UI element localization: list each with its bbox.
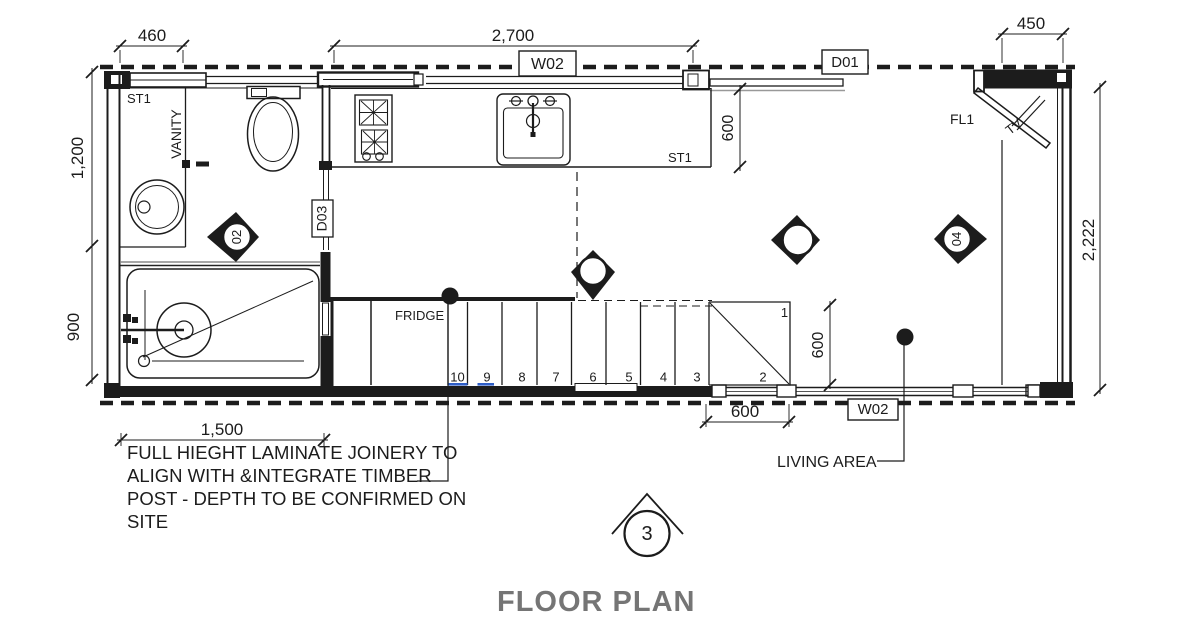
stair-number: 3	[693, 370, 700, 385]
note-line: POST - DEPTH TO BE CONFIRMED ON	[127, 488, 466, 509]
stair-number: 2	[759, 370, 766, 385]
dim-living-offset: 600	[810, 332, 827, 359]
dim-top-middle: 2,700	[492, 26, 535, 45]
sliding-door-d01-leaf	[709, 78, 845, 92]
stairs-link-annotation[interactable]	[447, 383, 495, 386]
elevation-marker-living-left	[771, 215, 820, 265]
kitchen-sink	[496, 93, 571, 166]
tv-label: TV	[1003, 115, 1026, 137]
vanity-label: VANITY	[168, 109, 184, 159]
stairs	[447, 299, 791, 386]
finish-tag-st1-bathroom: ST1	[127, 91, 151, 106]
dim-kitchen-depth: 600	[720, 115, 737, 142]
dimension-ticks	[85, 27, 1107, 447]
stair-number: 1	[781, 305, 788, 320]
top-wall	[104, 69, 1072, 93]
door-tag-label: D01	[831, 54, 859, 71]
window-tag-label: W02	[858, 401, 889, 418]
dim-bottom-joinery: 1,500	[201, 420, 244, 439]
finish-tag-fl1: FL1	[950, 111, 974, 127]
stair-number: 10	[450, 370, 464, 385]
living-area-label: LIVING AREA	[777, 454, 877, 471]
sheet-marker: 3	[611, 492, 684, 558]
bottom-wall	[105, 383, 1042, 398]
pocket-door-d03	[320, 252, 331, 386]
cladding-dashed-outline	[100, 64, 1075, 406]
joinery-note: FULL HIEGHT LAMINATE JOINERY TO ALIGN WI…	[127, 442, 466, 532]
stair-numbers: 10 9 8 7 6 5 4 3 2 1	[450, 305, 788, 385]
door-tag-d03: D03	[311, 199, 334, 238]
elevation-marker-label: 02	[229, 230, 244, 244]
stair-number: 7	[552, 370, 559, 385]
stair-number: 4	[660, 370, 667, 385]
dim-left-lower: 900	[64, 313, 83, 341]
dim-right-side: 2,222	[1079, 219, 1098, 262]
vanity-counter	[120, 88, 209, 248]
finish-tag-st1-kitchen: ST1	[668, 150, 692, 165]
drawing-title: FLOOR PLAN	[497, 586, 696, 618]
cooktop	[354, 94, 393, 163]
door-tag-label: D03	[314, 205, 330, 231]
stair-number: 6	[589, 370, 596, 385]
elevation-marker-04: 04	[934, 214, 987, 264]
elevation-marker-label: 04	[949, 232, 964, 246]
elevation-marker-stairs	[571, 250, 615, 300]
dim-top-left: 460	[138, 26, 166, 45]
note-line: ALIGN WITH &INTEGRATE TIMBER	[127, 465, 432, 486]
note-line: SITE	[127, 511, 168, 532]
leader-lines	[417, 304, 905, 482]
tv-unit	[972, 86, 1052, 385]
window-tag-label: W02	[531, 56, 564, 73]
elevation-marker-02: 02	[207, 212, 259, 262]
window-tag-w02-top: W02	[518, 50, 577, 77]
sheet-marker-number: 3	[641, 523, 652, 545]
stair-number: 9	[483, 370, 490, 385]
note-line: FULL HIEGHT LAMINATE JOINERY TO	[127, 442, 457, 463]
dim-bottom-stair: 600	[731, 402, 759, 421]
timber-post-living	[896, 328, 914, 346]
toilet	[246, 85, 301, 172]
dim-top-right: 450	[1017, 14, 1045, 33]
left-wall	[104, 72, 121, 398]
stair-number: 8	[518, 370, 525, 385]
kitchen-bench	[331, 88, 712, 168]
window-tag-w02-bottom: W02	[847, 398, 899, 421]
shower	[120, 261, 320, 379]
timber-post-kitchen	[441, 287, 459, 305]
door-tag-d01: D01	[821, 49, 869, 75]
vanity-basin	[129, 179, 185, 235]
right-wall	[1025, 88, 1073, 398]
stair-number: 5	[625, 370, 632, 385]
dim-left-upper: 1,200	[68, 137, 87, 180]
dimension-lines	[91, 33, 1101, 441]
fridge-label: FRIDGE	[395, 308, 444, 323]
